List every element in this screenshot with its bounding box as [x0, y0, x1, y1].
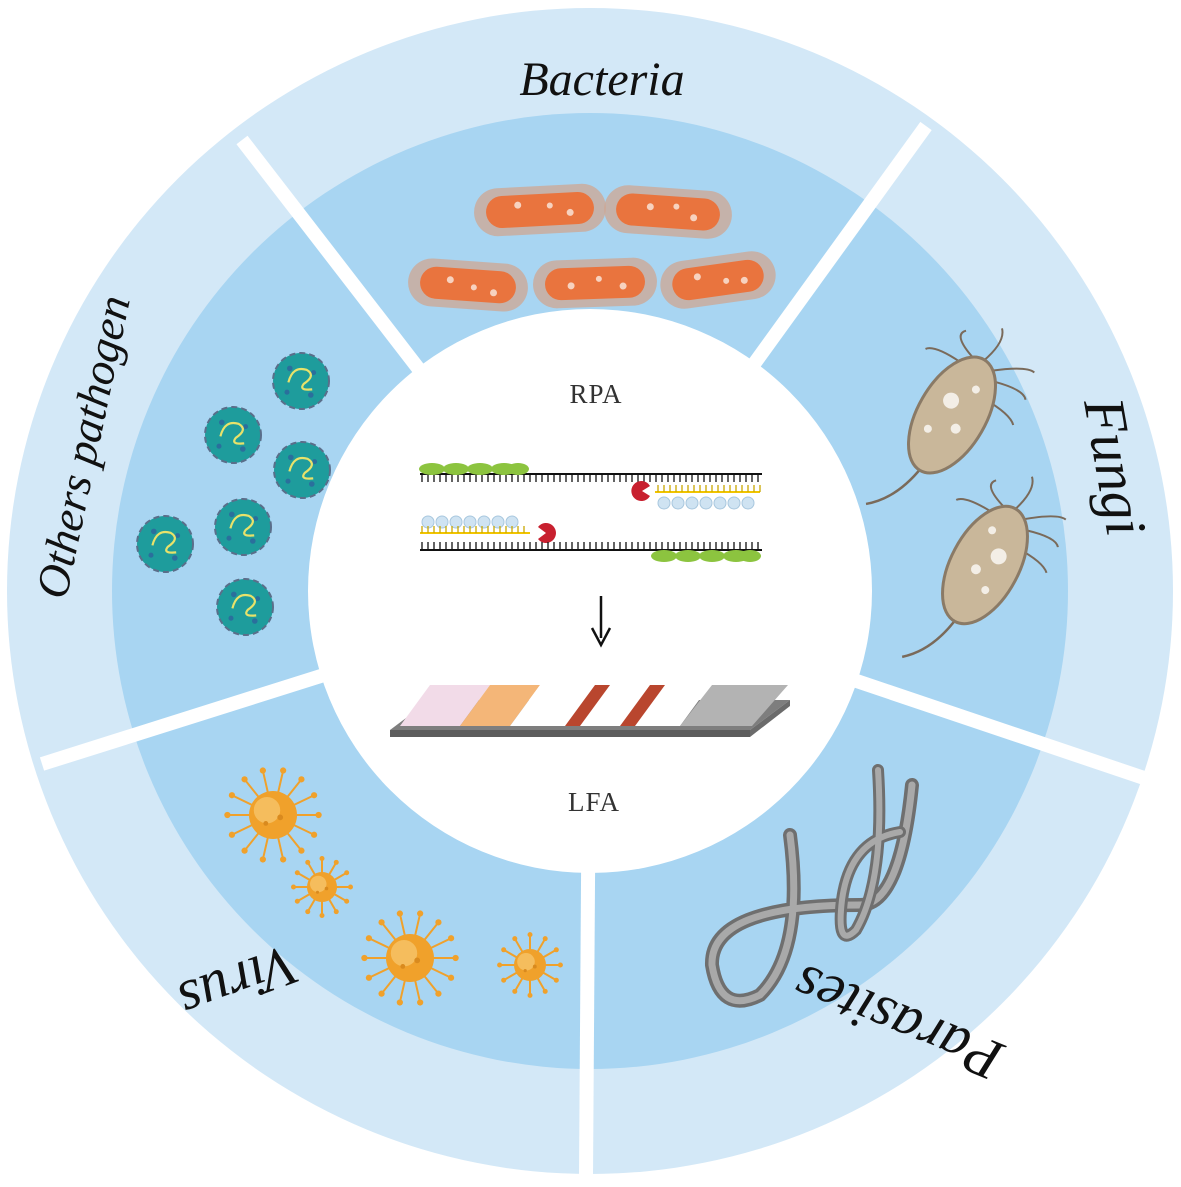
pathogen-cell [272, 352, 330, 410]
primer-green-top [419, 463, 529, 475]
test-line [565, 685, 610, 726]
pathogen-cell [216, 578, 274, 636]
membrane [510, 685, 710, 726]
fungus-cell [865, 328, 1035, 506]
fungi-illustrations [865, 328, 1067, 659]
polymerase-bottom [538, 523, 556, 543]
virus-particle [291, 856, 353, 918]
primer-green-bottom [651, 550, 761, 562]
polymerase-top [631, 481, 650, 501]
rpa-strands [419, 463, 762, 562]
lateral-flow-strip [390, 685, 790, 737]
virus-particle [361, 910, 459, 1006]
virus-particle [224, 767, 322, 863]
bacterium [474, 183, 606, 237]
pathogen-cell [136, 515, 194, 573]
pathogen-cell [204, 406, 262, 464]
segment-label-bacteria: Bacteria [519, 53, 684, 106]
pathogen-cell [214, 498, 272, 556]
center-label-rpa: RPA [569, 379, 622, 409]
others-pathogen-illustrations [136, 352, 331, 636]
bacterium [533, 257, 657, 309]
bacterium [604, 185, 732, 239]
control-line [620, 685, 665, 726]
virus-illustrations [224, 767, 563, 1006]
bacterium [660, 251, 776, 309]
center-label-lfa: LFA [568, 787, 620, 817]
conjugate-pad [460, 685, 540, 726]
ssb-blue-top [657, 496, 755, 510]
fungus-cell [901, 476, 1067, 659]
parasite-illustrations [704, 764, 919, 1008]
virus-particle [497, 932, 563, 998]
bacteria-illustrations [408, 183, 776, 312]
absorbent-pad [680, 685, 788, 726]
pathogen-cell [273, 441, 331, 499]
down-arrow-icon [590, 596, 612, 648]
bacterium [408, 258, 528, 312]
